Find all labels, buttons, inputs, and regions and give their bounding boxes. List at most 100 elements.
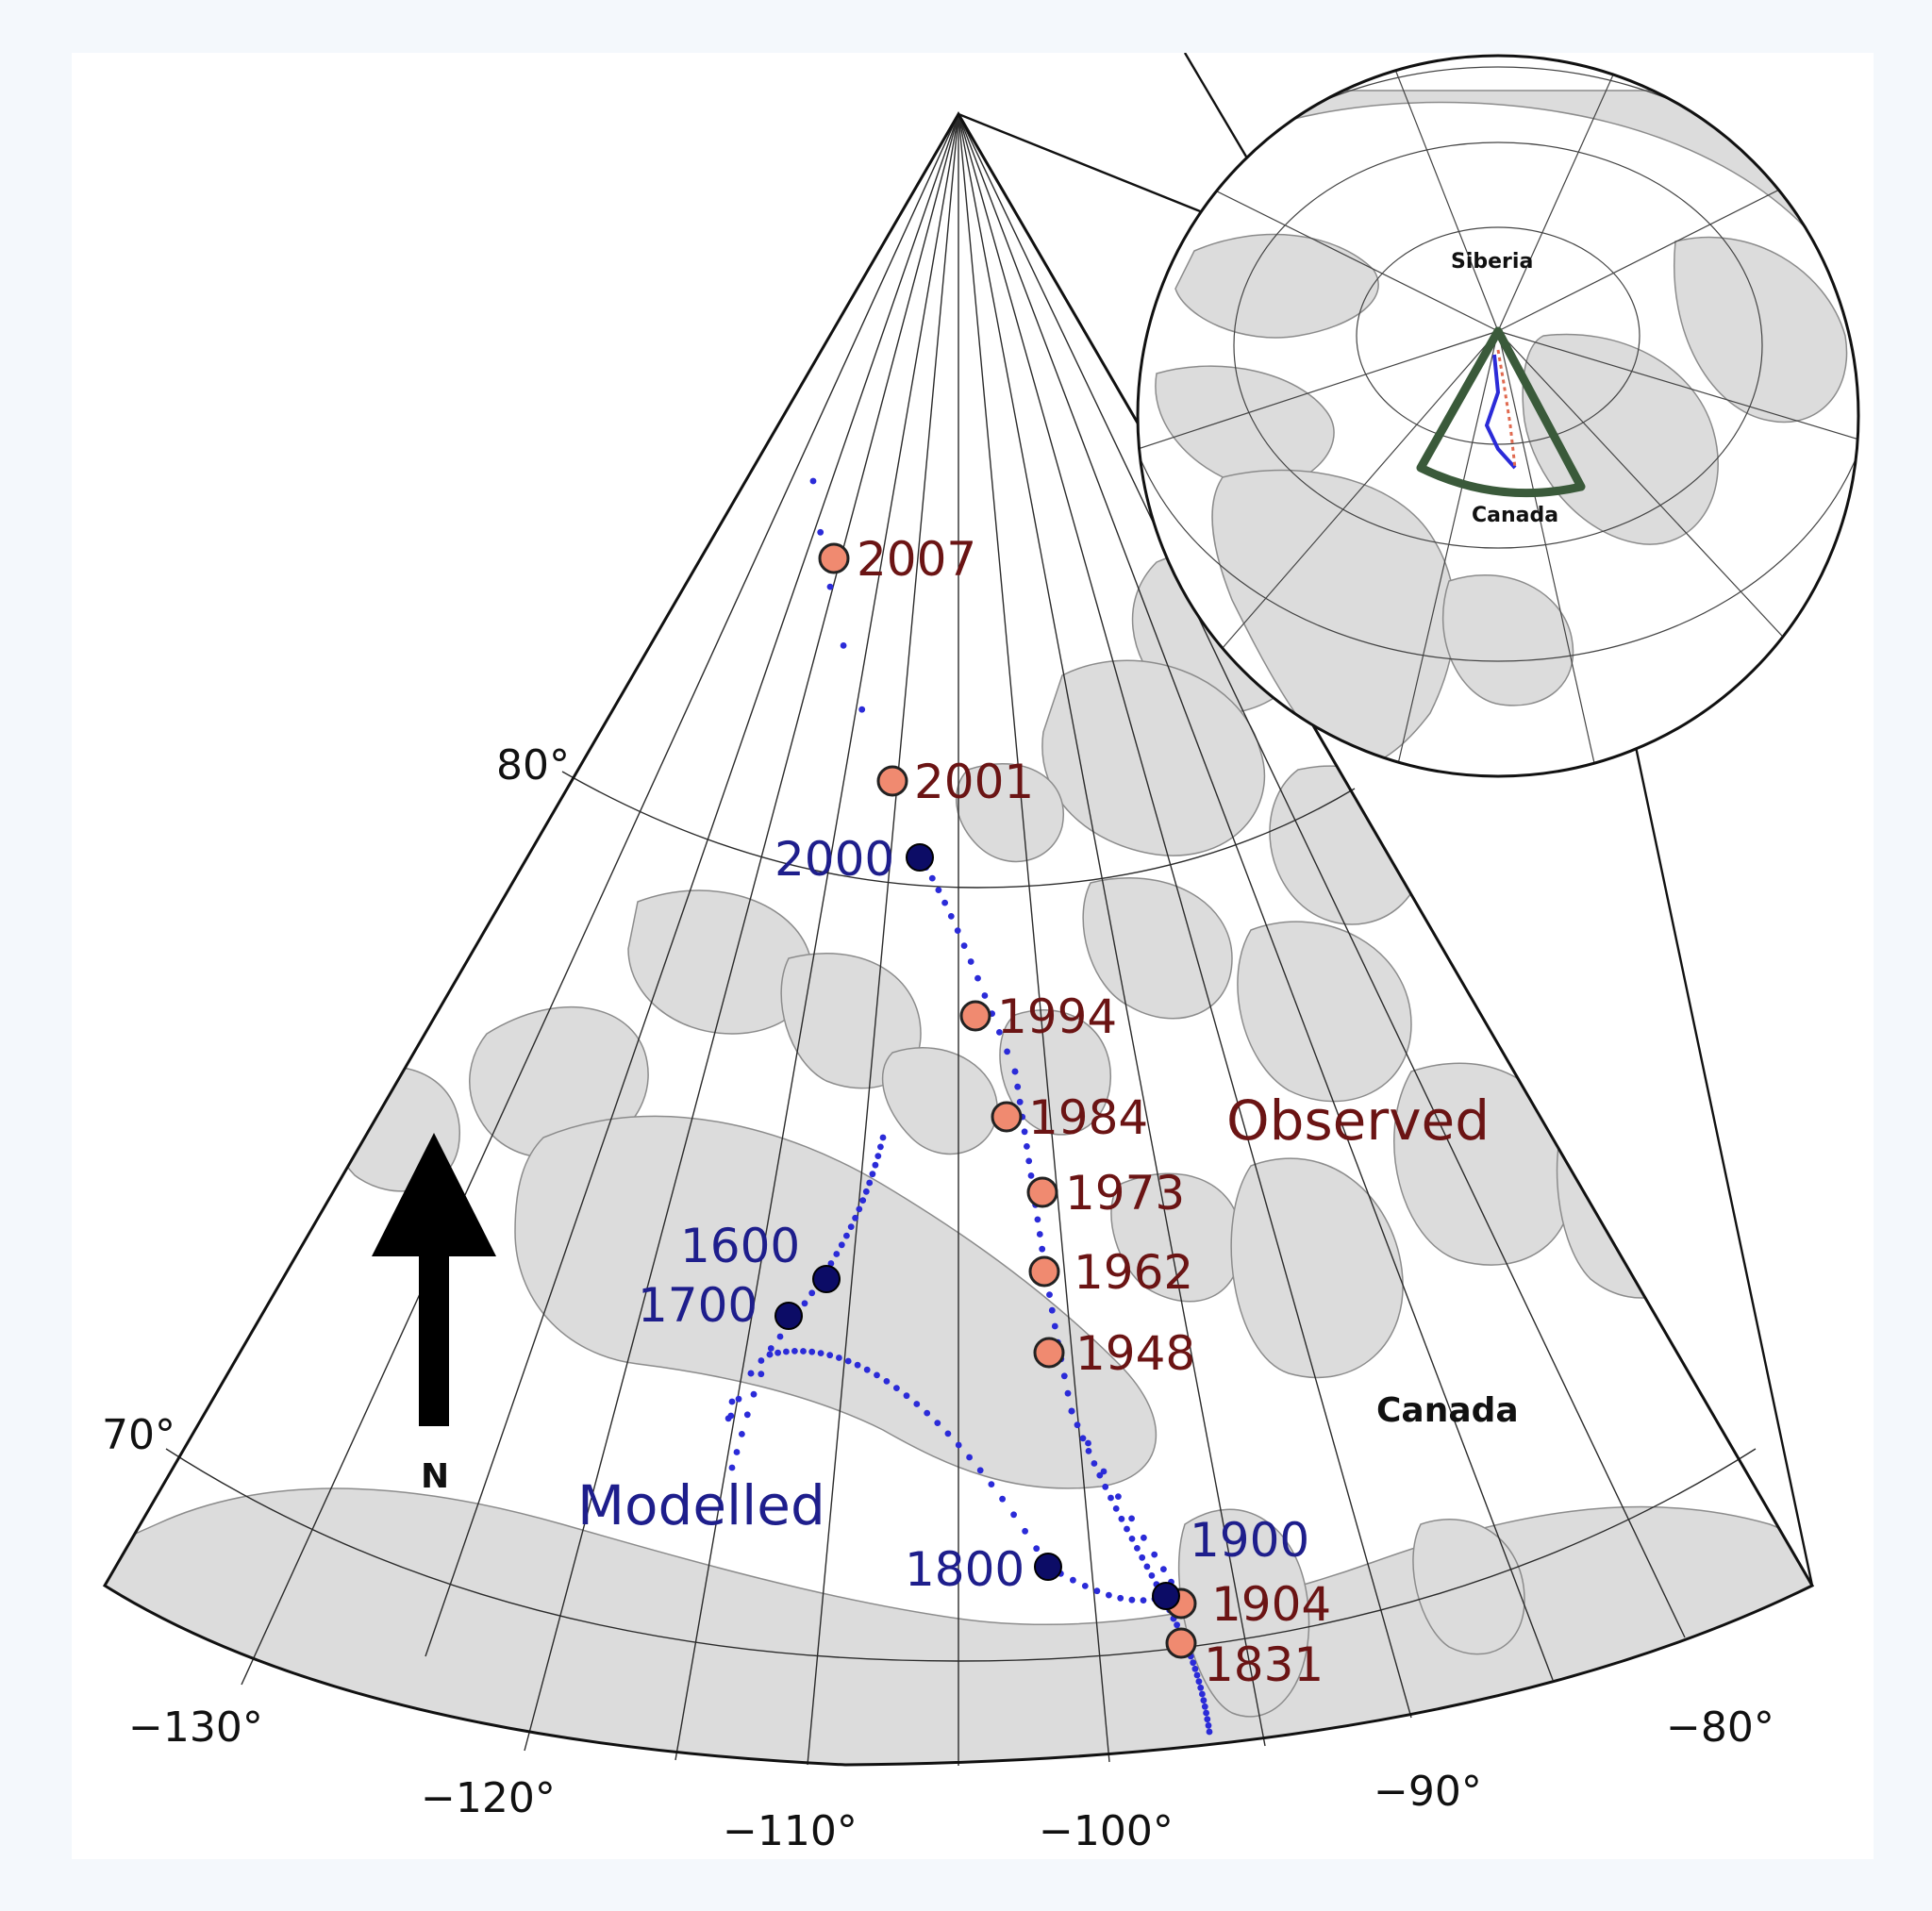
observed-year-label: 1831 <box>1204 1637 1324 1692</box>
trail-dot <box>838 1241 845 1249</box>
trail-dot <box>877 1143 884 1151</box>
north-label: N <box>421 1457 449 1496</box>
trail-dot <box>893 1385 900 1391</box>
trail-dot <box>1143 1563 1151 1570</box>
trail-dot <box>1033 1545 1041 1553</box>
trail-dot <box>879 1134 887 1141</box>
modelled-year-label: 1800 <box>905 1542 1024 1597</box>
trail-dot <box>728 1464 736 1471</box>
trail-dot <box>1128 1596 1136 1604</box>
modelled-pole-points: 2000 1600 1700 1800 1900 <box>638 832 1309 1610</box>
trail-dot <box>826 583 834 590</box>
trail-dot <box>862 1188 870 1195</box>
trail-dot <box>858 706 866 713</box>
trail-dot <box>739 1431 745 1437</box>
magnetic-pole-map[interactable]: Siberia Canada 80° 70° −130° −120° −110°… <box>72 53 1874 1859</box>
modelled-point[interactable]: 1900 <box>1152 1513 1309 1610</box>
place-label-canada: Canada <box>1376 1391 1519 1430</box>
observed-point[interactable]: 1973 <box>1026 1166 1185 1221</box>
trail-dot <box>800 1348 807 1354</box>
trail-dot <box>924 1409 931 1417</box>
trail-dot <box>934 1420 941 1426</box>
trail-dot <box>766 1351 774 1358</box>
trail-dot <box>836 1354 842 1361</box>
trail-dot <box>1016 1098 1024 1105</box>
modelled-point[interactable]: 1800 <box>905 1542 1062 1597</box>
trail-dot <box>1074 1421 1081 1429</box>
observed-year-label: 1962 <box>1074 1245 1193 1300</box>
trail-dot <box>852 1214 858 1221</box>
modelled-point[interactable]: 1700 <box>638 1278 803 1333</box>
trail-dot <box>1203 1709 1209 1717</box>
modelled-trail <box>724 477 1213 1736</box>
observed-point[interactable]: 1904 <box>1165 1577 1331 1632</box>
lon-label-minus90: −90° <box>1374 1768 1482 1816</box>
trail-dot <box>1148 1572 1156 1579</box>
modelled-point[interactable]: 2000 <box>774 832 934 887</box>
trail-dot <box>1195 1678 1203 1686</box>
trail-dot <box>869 1171 876 1178</box>
trail-dot <box>1200 1697 1208 1704</box>
trail-dot <box>1151 1551 1158 1558</box>
observed-point[interactable]: 1984 <box>991 1090 1148 1145</box>
trail-dot <box>999 1495 1006 1503</box>
trail-dot <box>1070 1576 1076 1584</box>
trail-dot <box>1108 1494 1114 1502</box>
trail-dot <box>1201 1703 1208 1710</box>
trail-dot <box>1039 1245 1046 1253</box>
trail-dot <box>903 1392 910 1400</box>
trail-dot <box>1085 1439 1091 1447</box>
trail-dot <box>854 1361 861 1369</box>
trail-dot <box>791 1348 798 1354</box>
trail-dot <box>1139 1554 1146 1561</box>
lon-label-minus120: −120° <box>421 1774 556 1822</box>
trail-dot <box>817 1350 824 1356</box>
longitude-labels: −130° −120° −110° −100° −90° −80° <box>128 1703 1774 1855</box>
observed-point[interactable]: 1831 <box>1165 1627 1324 1692</box>
trail-dot <box>1128 1536 1136 1542</box>
observed-point[interactable]: 2001 <box>876 755 1034 809</box>
trail-dot <box>1060 1372 1068 1380</box>
trail-dot <box>1100 1468 1108 1475</box>
modelled-year-label: 1700 <box>638 1278 758 1333</box>
trail-dot <box>967 958 974 965</box>
observed-point[interactable]: 1948 <box>1033 1326 1195 1381</box>
trail-dot <box>1140 1597 1147 1604</box>
modelled-year-label: 1900 <box>1190 1513 1309 1568</box>
trail-dot <box>1204 1716 1211 1723</box>
figure-panel: Siberia Canada 80° 70° −130° −120° −110°… <box>72 53 1874 1859</box>
observed-year-label: 1904 <box>1211 1577 1331 1632</box>
trail-dot <box>1048 1306 1056 1314</box>
trail-dot <box>1068 1407 1075 1415</box>
trail-dot <box>1117 1594 1124 1602</box>
trail-dot <box>808 1348 816 1355</box>
trail-dot <box>817 528 824 536</box>
north-arrow: N <box>372 1133 496 1496</box>
modelled-year-label: 1600 <box>680 1219 800 1273</box>
trail-dot <box>1021 1128 1028 1136</box>
modelled-point[interactable]: 1600 <box>680 1219 841 1293</box>
lon-label-minus100: −100° <box>1039 1807 1174 1855</box>
trail-dot <box>743 1411 751 1419</box>
trail-dot <box>776 1333 784 1340</box>
trail-dot <box>913 1401 921 1407</box>
observed-point[interactable]: 1994 <box>959 989 1117 1044</box>
trail-dot <box>758 1357 765 1364</box>
observed-year-label: 1973 <box>1065 1166 1185 1221</box>
observed-point[interactable]: 2007 <box>818 532 976 587</box>
trail-dot <box>1046 1291 1053 1298</box>
globe-label-siberia: Siberia <box>1451 250 1533 274</box>
trail-dot <box>1022 1527 1028 1535</box>
trail-dot <box>758 1371 765 1378</box>
observed-year-label: 1948 <box>1075 1326 1195 1381</box>
trail-dot <box>1141 1534 1147 1541</box>
trail-dot <box>1199 1690 1206 1698</box>
trail-dot <box>935 887 942 893</box>
trail-dot <box>844 1357 852 1365</box>
trail-dot <box>1174 1621 1180 1629</box>
trail-dot <box>944 1430 952 1437</box>
trail-dot <box>1118 1515 1125 1522</box>
trail-dot <box>1010 1511 1017 1519</box>
observed-point[interactable]: 1962 <box>1028 1245 1193 1300</box>
trail-dot <box>863 1366 871 1373</box>
